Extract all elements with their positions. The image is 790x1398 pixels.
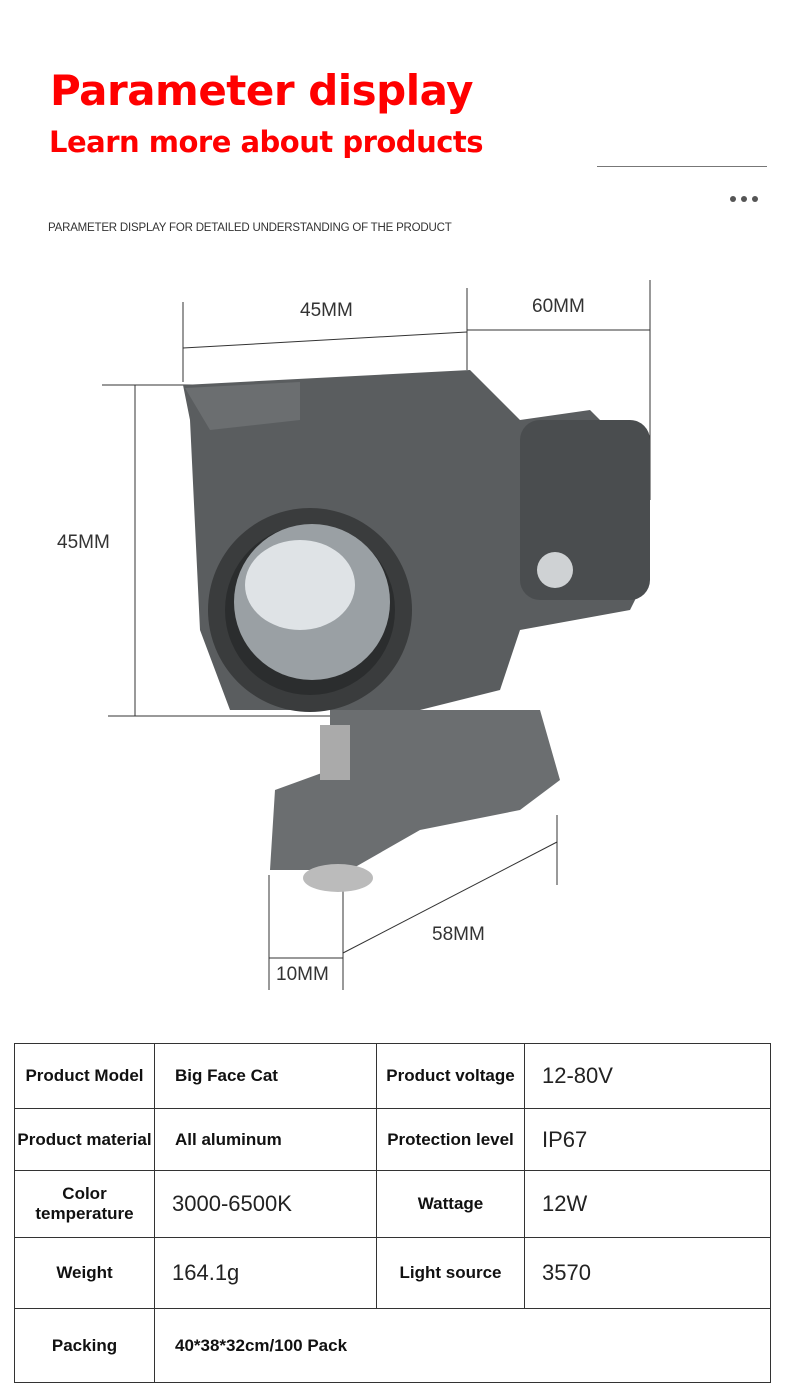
spec-value: 12-80V xyxy=(524,1043,771,1109)
dim-clamp-width: 58MM xyxy=(432,924,485,945)
spec-value: 12W xyxy=(524,1170,771,1238)
dim-depth: 60MM xyxy=(532,296,585,317)
more-dots-icon xyxy=(730,196,758,202)
spec-key: Light source xyxy=(376,1237,525,1309)
spec-value: 3000-6500K xyxy=(154,1170,377,1238)
page-subtitle: Learn more about products xyxy=(49,125,484,159)
spec-key: Protection level xyxy=(376,1108,525,1171)
spec-value: Big Face Cat xyxy=(154,1043,377,1109)
spec-value: 164.1g xyxy=(154,1237,377,1309)
spec-key: Wattage xyxy=(376,1170,525,1238)
caption: PARAMETER DISPLAY FOR DETAILED UNDERSTAN… xyxy=(48,222,452,234)
spec-value: IP67 xyxy=(524,1108,771,1171)
page-title: Parameter display xyxy=(50,66,474,115)
spec-key: Product Model xyxy=(14,1043,155,1109)
spec-value: 40*38*32cm/100 Pack xyxy=(154,1308,771,1383)
spec-key: Color temperature xyxy=(14,1170,155,1238)
spec-key: Product material xyxy=(14,1108,155,1171)
spec-key: Product voltage xyxy=(376,1043,525,1109)
spec-value: 3570 xyxy=(524,1237,771,1309)
dimension-lines xyxy=(102,280,651,990)
dim-height: 45MM xyxy=(57,532,110,553)
product-image-lamp xyxy=(102,280,651,990)
dim-top-width: 45MM xyxy=(300,300,353,321)
spec-value: All aluminum xyxy=(154,1108,377,1171)
spec-key: Packing xyxy=(14,1308,155,1383)
spec-key: Weight xyxy=(14,1237,155,1309)
dim-bolt: 10MM xyxy=(276,964,329,985)
divider xyxy=(597,166,767,167)
